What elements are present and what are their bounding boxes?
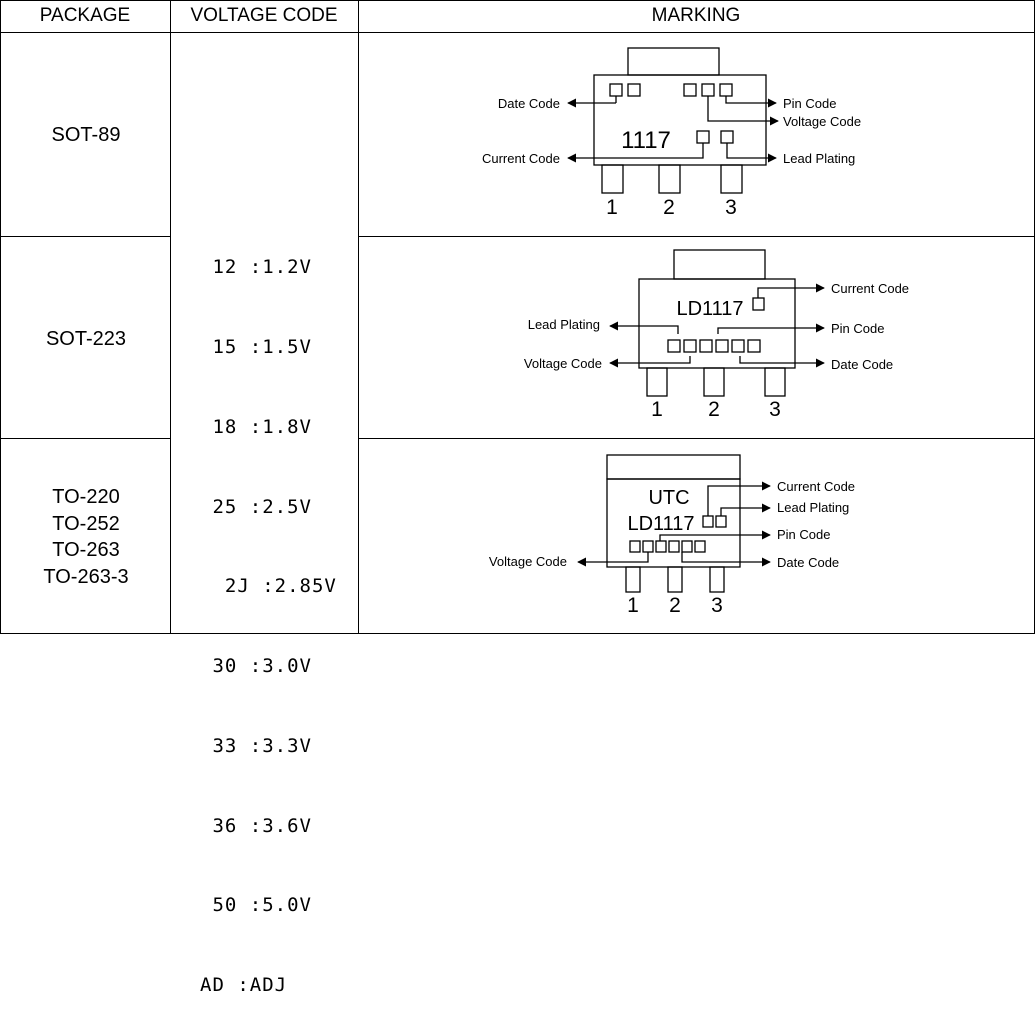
- to220-current-box: [702, 515, 714, 528]
- sot89-pin-box: [719, 83, 733, 97]
- package-to252-line: TO-252: [52, 512, 120, 535]
- voltage-code-item: 12 :1.2V: [200, 256, 312, 279]
- sot223-label-date-code: Date Code: [831, 357, 893, 372]
- sot89-pin-box: [683, 83, 697, 97]
- table-border-bottom: [0, 633, 1035, 634]
- package-sot223: SOT-223: [45, 328, 127, 350]
- header-voltage-code: VOLTAGE CODE: [190, 5, 338, 26]
- to220-lead: [625, 566, 641, 593]
- voltage-code-item: 30 :3.0V: [200, 655, 312, 678]
- sot223-lead: [764, 367, 786, 397]
- row-divider-2a: [0, 438, 170, 439]
- package-to220: TO-220 TO-252 TO-263 TO-263-3: [2, 484, 170, 590]
- sot223-label-lead-plating: Lead Plating: [528, 317, 600, 332]
- sot89-diagram: [567, 47, 779, 194]
- sot89-date-box: [627, 83, 641, 97]
- to220-code-box: [668, 540, 680, 553]
- sot223-code-box: [731, 339, 745, 353]
- sot89-label-current-code: Current Code: [482, 151, 560, 166]
- to220-pin-number: 2: [669, 594, 681, 617]
- to220-tab: [606, 454, 741, 480]
- to220-code-box: [681, 540, 693, 553]
- to220-label-date-code: Date Code: [777, 555, 839, 570]
- sot89-pin-number: 3: [725, 196, 737, 219]
- to220-code-box: [642, 540, 654, 553]
- sot89-label-pin-code: Pin Code: [783, 96, 836, 111]
- to220-label-lead-plating: Lead Plating: [777, 500, 849, 515]
- voltage-code-item: 2J :2.85V: [200, 575, 337, 598]
- col-divider-2: [358, 0, 359, 634]
- sot89-pin-number: 1: [606, 196, 618, 219]
- sot223-marking-text: LD1117: [676, 298, 743, 320]
- sot89-label-lead-plating: Lead Plating: [783, 151, 855, 166]
- to220-label-pin-code: Pin Code: [777, 527, 830, 542]
- voltage-code-item: 33 :3.3V: [200, 734, 312, 757]
- sot89-tab: [627, 47, 720, 76]
- table-border-top: [0, 0, 1035, 1]
- to220-lead: [667, 566, 683, 593]
- sot89-label-date-code: Date Code: [498, 96, 560, 111]
- sot89-lead: [720, 164, 743, 194]
- sot89-marking-text: 1117: [621, 127, 671, 154]
- to220-label-current-code: Current Code: [777, 479, 855, 494]
- voltage-code-item: 50 :5.0V: [200, 894, 312, 917]
- sot89-label-voltage-code: Voltage Code: [783, 114, 861, 129]
- sot89-pin-number: 2: [663, 196, 675, 219]
- sot89-lead: [658, 164, 681, 194]
- sot223-pin-number: 1: [651, 398, 663, 421]
- sot89-pin-box: [701, 83, 715, 97]
- sot223-code-box: [699, 339, 713, 353]
- row-divider-1a: [0, 236, 170, 237]
- sot223-label-voltage-code: Voltage Code: [524, 356, 602, 371]
- header-marking: MARKING: [651, 5, 741, 26]
- sot223-body: [638, 278, 796, 369]
- voltage-code-item: 18 :1.8V: [200, 415, 312, 438]
- package-to263-3-line: TO-263-3: [43, 565, 129, 588]
- row-divider-1b: [358, 236, 1035, 237]
- row-divider-2b: [358, 438, 1035, 439]
- sot89-current-box: [696, 130, 710, 144]
- sot89-lead: [601, 164, 624, 194]
- sot223-current-box: [752, 297, 765, 311]
- sot223-label-pin-code: Pin Code: [831, 321, 884, 336]
- sot223-tab: [673, 249, 766, 280]
- to220-code-box: [629, 540, 641, 553]
- to220-code-box: [655, 540, 667, 553]
- voltage-code-item: 15 :1.5V: [200, 335, 312, 358]
- sot223-code-box: [667, 339, 681, 353]
- to220-marking-line1: UTC: [648, 487, 689, 509]
- sot223-diagram: [609, 249, 825, 397]
- sot223-code-box: [683, 339, 697, 353]
- sot223-pin-number: 2: [708, 398, 720, 421]
- sot223-label-current-code: Current Code: [831, 281, 909, 296]
- header-divider: [0, 32, 1035, 33]
- sot223-lead: [646, 367, 668, 397]
- package-sot89: SOT-89: [51, 124, 121, 146]
- to220-pin-number: 3: [711, 594, 723, 617]
- sot223-pin-number: 3: [769, 398, 781, 421]
- voltage-code-item: 25 :2.5V: [200, 495, 312, 518]
- sot223-lead: [703, 367, 725, 397]
- voltage-code-item: 36 :3.6V: [200, 814, 312, 837]
- marking-diagrams: 1117 Date Code Pin Code Voltage Code Cur…: [482, 47, 909, 617]
- sot89-date-box: [609, 83, 623, 97]
- sot89-lead-box: [720, 130, 734, 144]
- sot89-body: [593, 74, 767, 166]
- package-to220-line: TO-220: [52, 486, 120, 508]
- col-divider-1: [170, 0, 171, 634]
- sot223-code-box: [747, 339, 761, 353]
- table-border-left: [0, 0, 1, 634]
- header-package: PACKAGE: [39, 5, 131, 26]
- sot223-code-box: [715, 339, 729, 353]
- to220-marking-line2: LD1117: [627, 513, 694, 535]
- to220-lead-box: [715, 515, 727, 528]
- package-to263-line: TO-263: [52, 539, 120, 561]
- to220-pin-number: 1: [627, 594, 639, 617]
- to220-diagram: [577, 454, 771, 593]
- to220-label-voltage-code: Voltage Code: [489, 554, 567, 569]
- to220-code-box: [694, 540, 706, 553]
- to220-lead: [709, 566, 725, 593]
- voltage-code-item: AD :ADJ: [200, 974, 288, 997]
